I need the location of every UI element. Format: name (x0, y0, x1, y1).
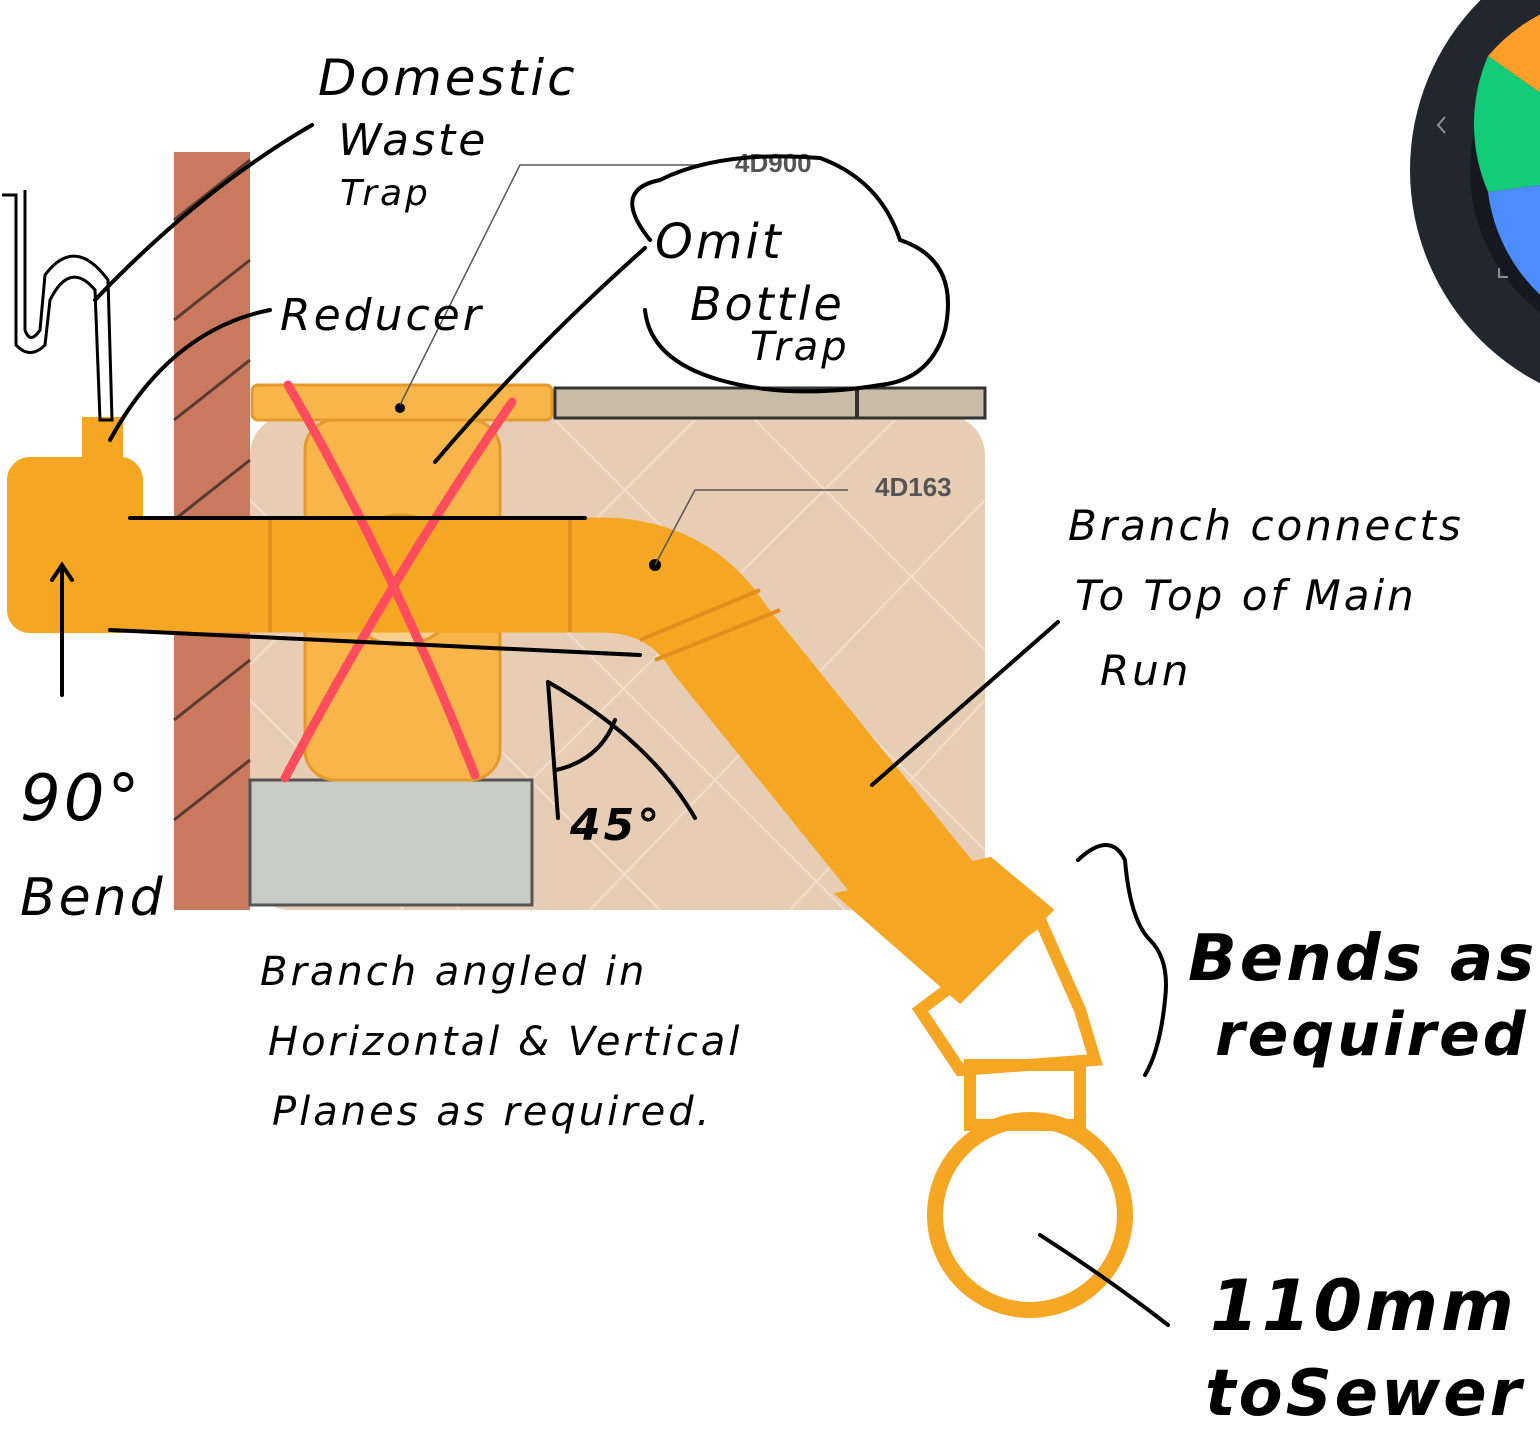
concrete-base (248, 778, 534, 907)
svg-text:Omit: Omit (655, 214, 784, 270)
trap-sketch (2, 190, 114, 422)
svg-text:90°: 90° (20, 762, 142, 836)
svg-text:toSewer: toSewer (1205, 1357, 1525, 1431)
code-4d900: 4D900 (735, 148, 812, 178)
corner-icon[interactable] (1498, 268, 1508, 278)
label-reducer: Reducer (280, 290, 484, 341)
svg-text:Bends as: Bends as (1188, 922, 1537, 996)
svg-text:Planes as required.: Planes as required. (272, 1089, 712, 1135)
svg-text:110mm: 110mm (1210, 1265, 1517, 1347)
chevron-left-icon[interactable] (1436, 116, 1446, 134)
svg-text:required: required (1215, 1000, 1529, 1070)
svg-text:Bend: Bend (20, 868, 166, 928)
annotation-leaders (50, 123, 1170, 1327)
code-4d163: 4D163 (875, 472, 952, 502)
omit-cross-mark (280, 380, 517, 783)
svg-text:Trap: Trap (750, 324, 850, 370)
svg-text:Run: Run (1100, 646, 1191, 695)
svg-text:Domestic: Domestic (318, 49, 578, 107)
color-swatch-green[interactable] (1474, 56, 1540, 192)
svg-text:Branch connects: Branch connects (1068, 501, 1464, 550)
radial-color-menu[interactable] (1410, 0, 1540, 410)
svg-text:Branch angled in: Branch angled in (260, 949, 647, 995)
label-110mm-to-sewer: 110mm toSewer (1205, 1265, 1525, 1431)
svg-text:Waste: Waste (338, 115, 488, 166)
label-bends-required: Bends as required (1188, 922, 1537, 1070)
branch-pipe (110, 517, 975, 937)
label-domestic-waste-trap: Domestic Waste Trap (318, 49, 578, 214)
label-omit-bottle-trap: Omit Bottle Trap (655, 214, 850, 370)
hand-drawn-pipework (7, 417, 1133, 1318)
label-branch-connects: Branch connects To Top of Main Run (1068, 501, 1464, 695)
svg-text:Trap: Trap (340, 173, 431, 214)
label-45-degrees: 45° (569, 800, 662, 851)
svg-text:Horizontal & Vertical: Horizontal & Vertical (268, 1019, 742, 1065)
label-branch-angled: Branch angled in Horizontal & Vertical P… (260, 949, 742, 1135)
svg-text:Bottle: Bottle (690, 277, 845, 331)
svg-text:To Top of Main: To Top of Main (1075, 571, 1417, 620)
floor-slab (553, 386, 987, 420)
color-swatch-orange[interactable] (1488, 0, 1540, 170)
label-90-bend: 90° Bend (20, 762, 166, 928)
color-swatch-blue[interactable] (1488, 170, 1540, 342)
